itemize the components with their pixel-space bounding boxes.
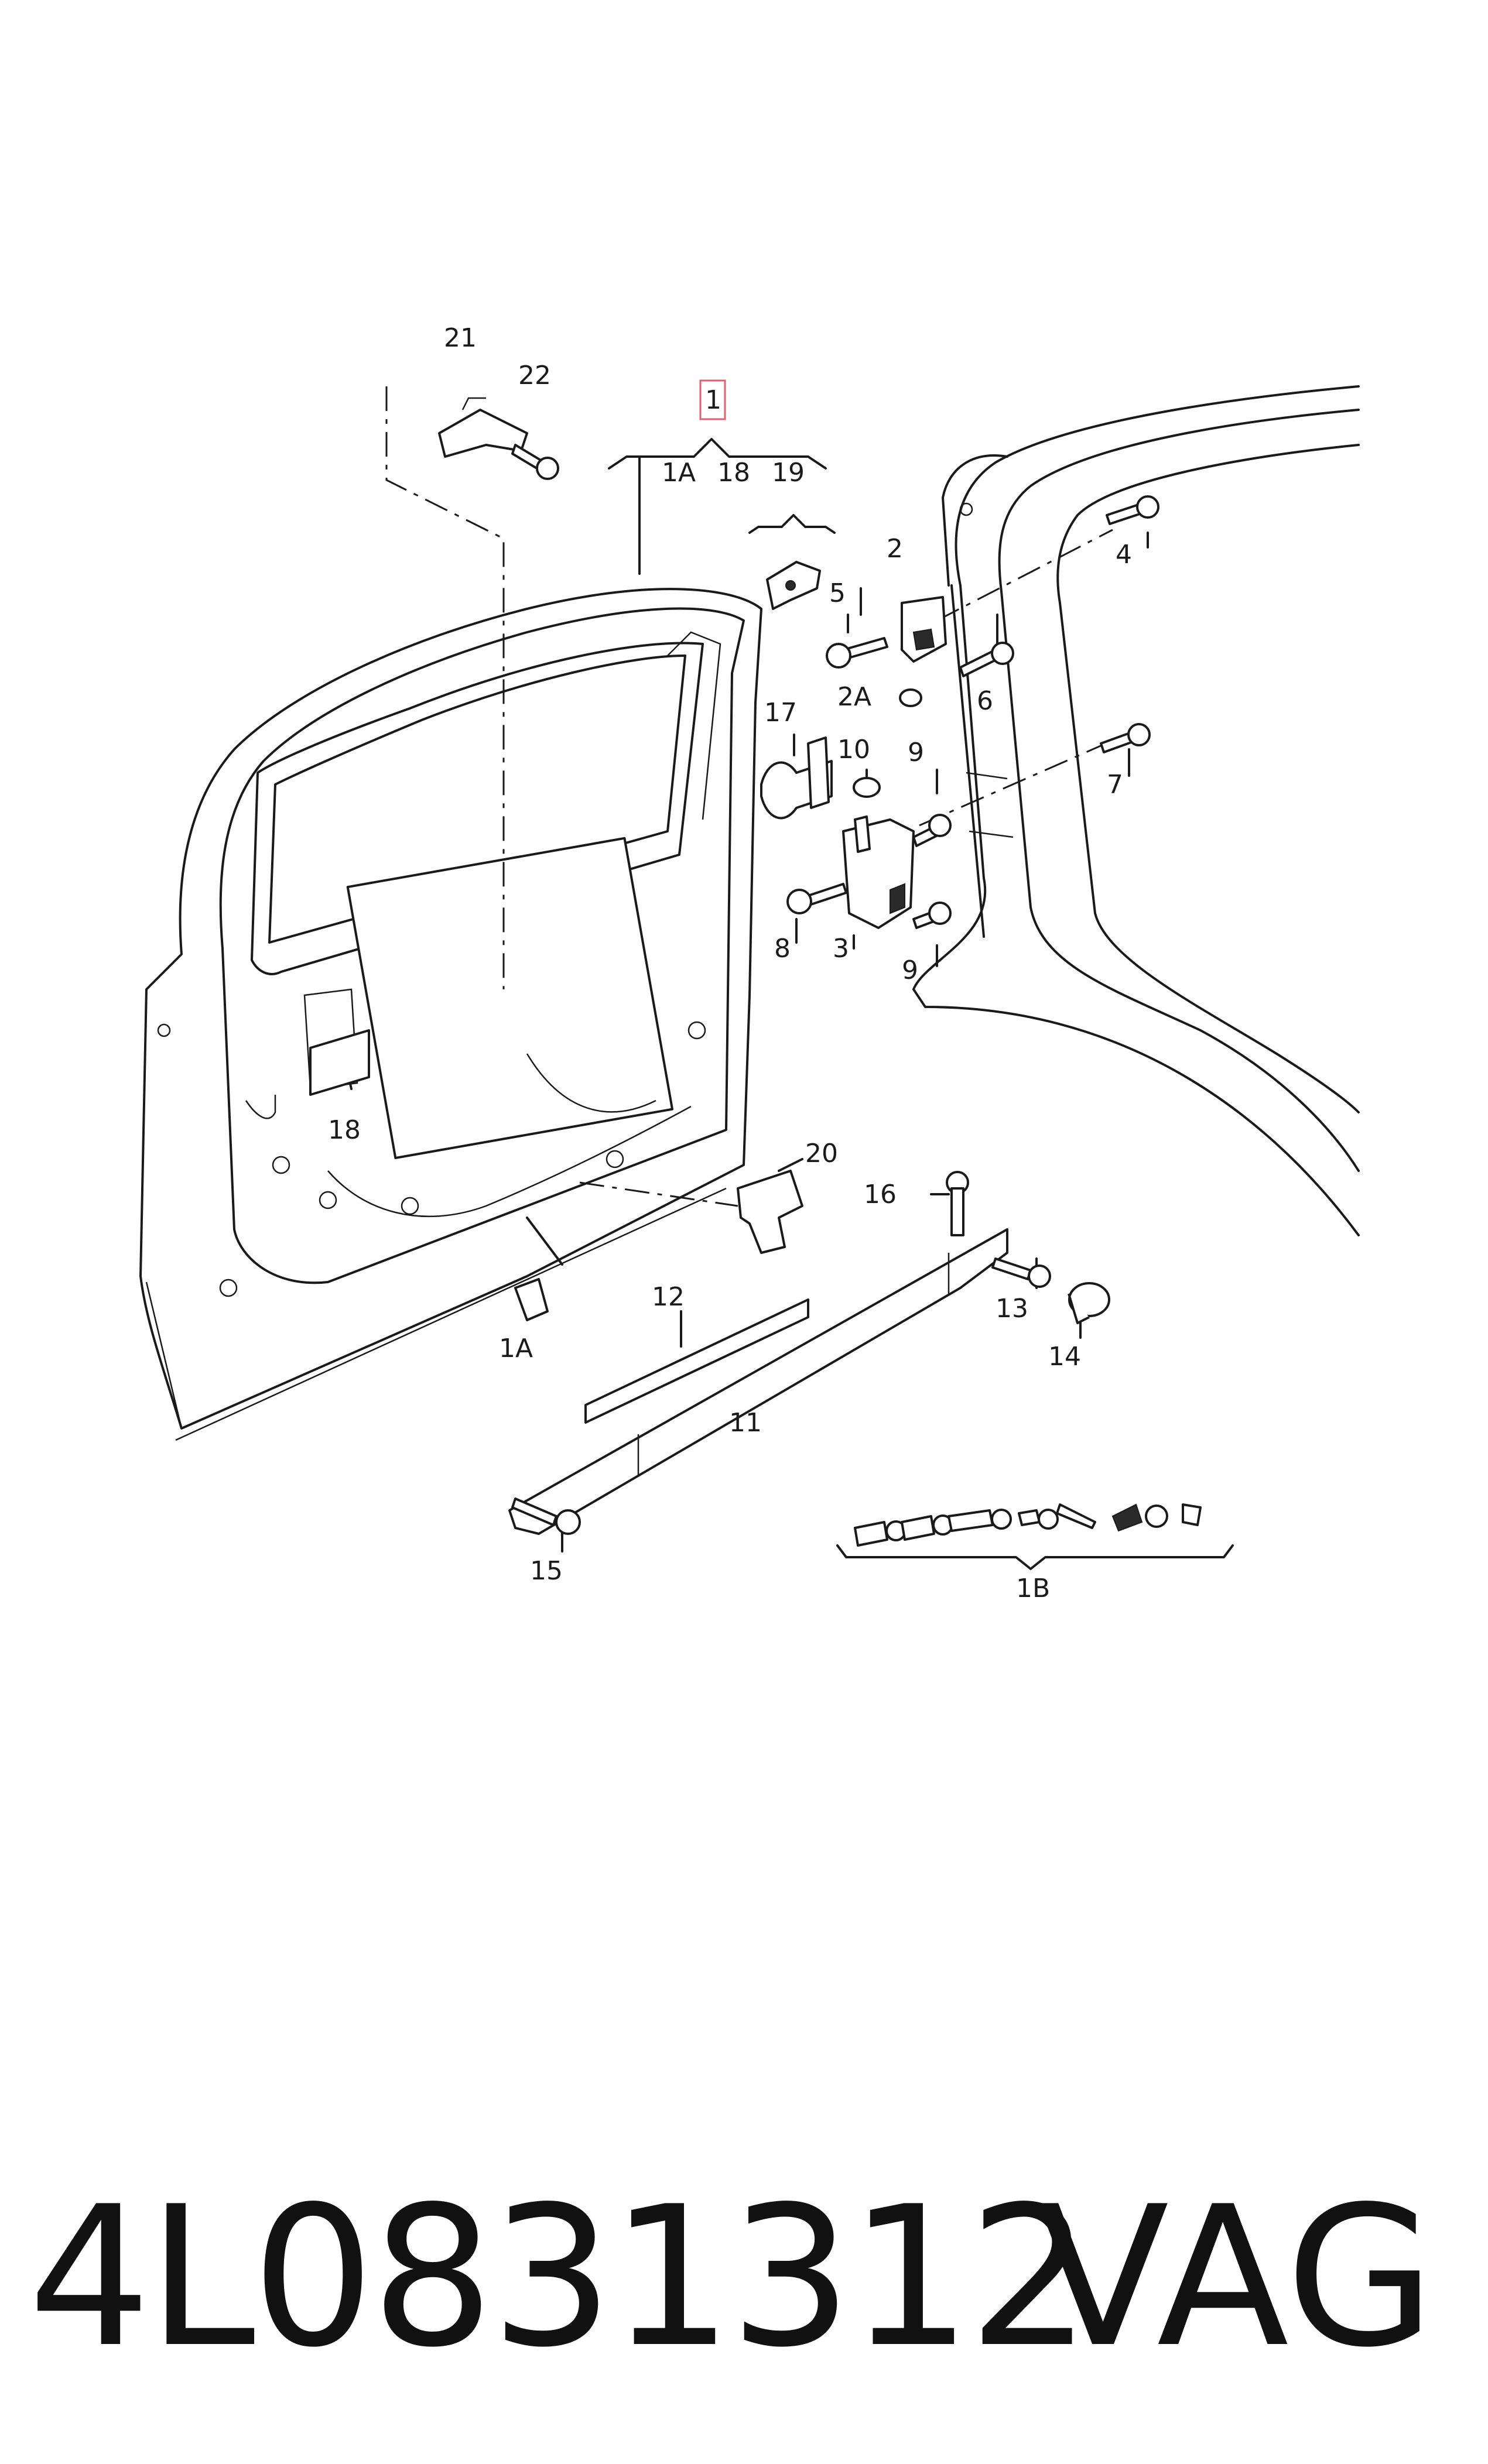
bolt-22 bbox=[511, 444, 559, 480]
callout-11: 11 bbox=[729, 1408, 762, 1438]
bolt-16 bbox=[946, 1171, 969, 1236]
footer-row: 4L0831312 VAG bbox=[0, 2160, 1488, 2394]
bolt-8 bbox=[786, 883, 847, 914]
callout-18-top: 18 bbox=[717, 458, 750, 488]
car-body-frame bbox=[912, 385, 1360, 1236]
fastener-set-1B bbox=[854, 1503, 1202, 1547]
callout-16: 16 bbox=[864, 1180, 897, 1209]
bolt-7 bbox=[1100, 723, 1151, 753]
callout-2: 2 bbox=[887, 534, 903, 564]
bracket-20 bbox=[737, 1170, 803, 1254]
bolt-6 bbox=[959, 642, 1014, 677]
callout-14: 14 bbox=[1048, 1342, 1081, 1372]
callout-1A-top: 1A bbox=[662, 458, 696, 488]
callout-9-upper: 9 bbox=[908, 738, 924, 767]
callout-12: 12 bbox=[652, 1282, 685, 1312]
callout-21: 21 bbox=[444, 323, 477, 353]
bolt-9-upper bbox=[912, 814, 952, 847]
insert-1A bbox=[514, 1278, 549, 1321]
callout-22: 22 bbox=[518, 361, 551, 390]
brand-label: VAG bbox=[1037, 2165, 1435, 2390]
callout-8: 8 bbox=[774, 934, 791, 964]
door-shell bbox=[139, 588, 762, 1441]
hinge-2 bbox=[901, 596, 947, 663]
part-number: 4L0831312 bbox=[28, 2165, 1092, 2390]
callout-1: 1 bbox=[705, 385, 721, 415]
callout-7: 7 bbox=[1107, 770, 1123, 800]
callout-3: 3 bbox=[833, 934, 849, 964]
sill-panel-11 bbox=[508, 1228, 1008, 1535]
clip-19 bbox=[766, 561, 821, 610]
callout-20: 20 bbox=[805, 1139, 838, 1168]
check-strap-17 bbox=[760, 736, 833, 820]
callout-17: 17 bbox=[764, 698, 797, 728]
callout-6: 6 bbox=[977, 686, 993, 716]
callout-10: 10 bbox=[837, 735, 870, 765]
block-18 bbox=[309, 1029, 370, 1096]
callout-9-lower: 9 bbox=[902, 955, 918, 985]
callout-4: 4 bbox=[1116, 540, 1132, 570]
callout-15: 15 bbox=[530, 1556, 563, 1586]
callout-13: 13 bbox=[996, 1294, 1028, 1324]
trim-strip-12 bbox=[584, 1298, 809, 1424]
callout-5: 5 bbox=[829, 578, 846, 608]
bolt-4 bbox=[1106, 495, 1159, 525]
callout-2A: 2A bbox=[837, 682, 871, 712]
bolt-5 bbox=[826, 637, 888, 669]
callout-labels: 1 1A 18 19 21 22 2 2A 3 4 5 6 7 8 9 9 10… bbox=[328, 323, 1132, 1603]
callout-1A-bottom: 1A bbox=[499, 1334, 533, 1363]
callout-1B: 1B bbox=[1016, 1574, 1050, 1603]
bump-stop-10 bbox=[853, 777, 881, 798]
callout-19: 19 bbox=[772, 458, 805, 488]
callout-18-left: 18 bbox=[328, 1115, 361, 1145]
hinge-3 bbox=[842, 815, 915, 929]
bolt-15 bbox=[511, 1497, 581, 1535]
bushing-2A bbox=[899, 688, 922, 707]
bolt-9-lower bbox=[912, 902, 952, 929]
bolt-13 bbox=[991, 1257, 1051, 1288]
highlight-box bbox=[699, 379, 726, 420]
clip-14 bbox=[1068, 1282, 1110, 1324]
